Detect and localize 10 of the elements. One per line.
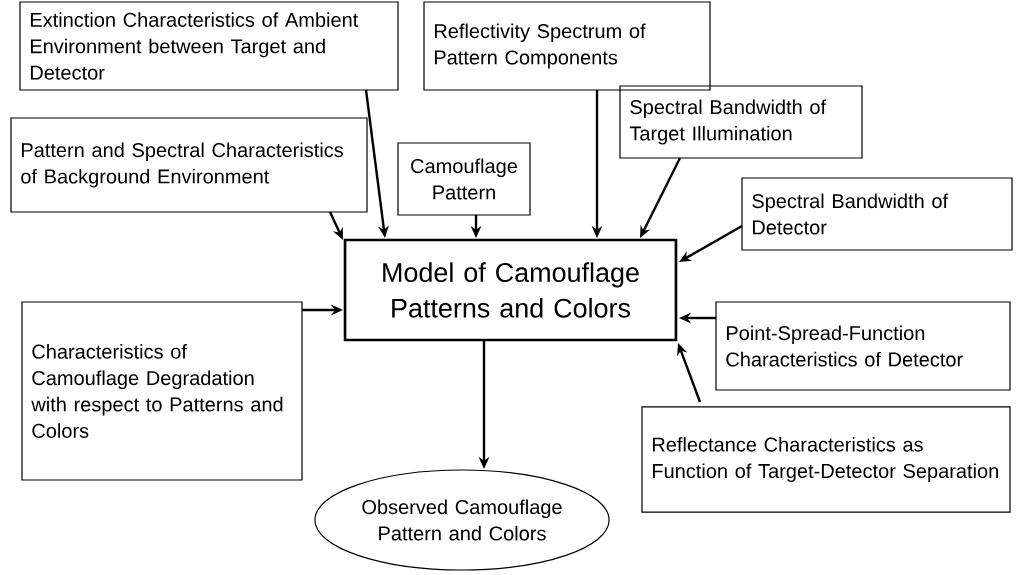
info-box: Camouflage Pattern: [397, 142, 531, 216]
info-box: Spectral Bandwidth of Target Illumination: [619, 85, 863, 159]
info-box: Spectral Bandwidth of Detector: [741, 177, 1013, 251]
model-box: Model of Camouflage Patterns and Colors: [343, 238, 678, 342]
info-box: Reflectance Characteristics as Function of Target-Detector Separation: [641, 406, 1011, 513]
info-box: Point-Spread-Function Characteristics of Detector: [715, 301, 1011, 391]
info-box: Pattern and Spectral Characteristics of Background Environment: [10, 117, 368, 213]
info-box: Extinction Characteristics of Ambient Environment between Target and Detector: [19, 1, 399, 91]
info-box: Reflectivity Spectrum of Pattern Components: [423, 1, 711, 91]
info-box: Characteristics of Camouflage Degradation with respect to Patterns and Colors: [21, 301, 303, 481]
